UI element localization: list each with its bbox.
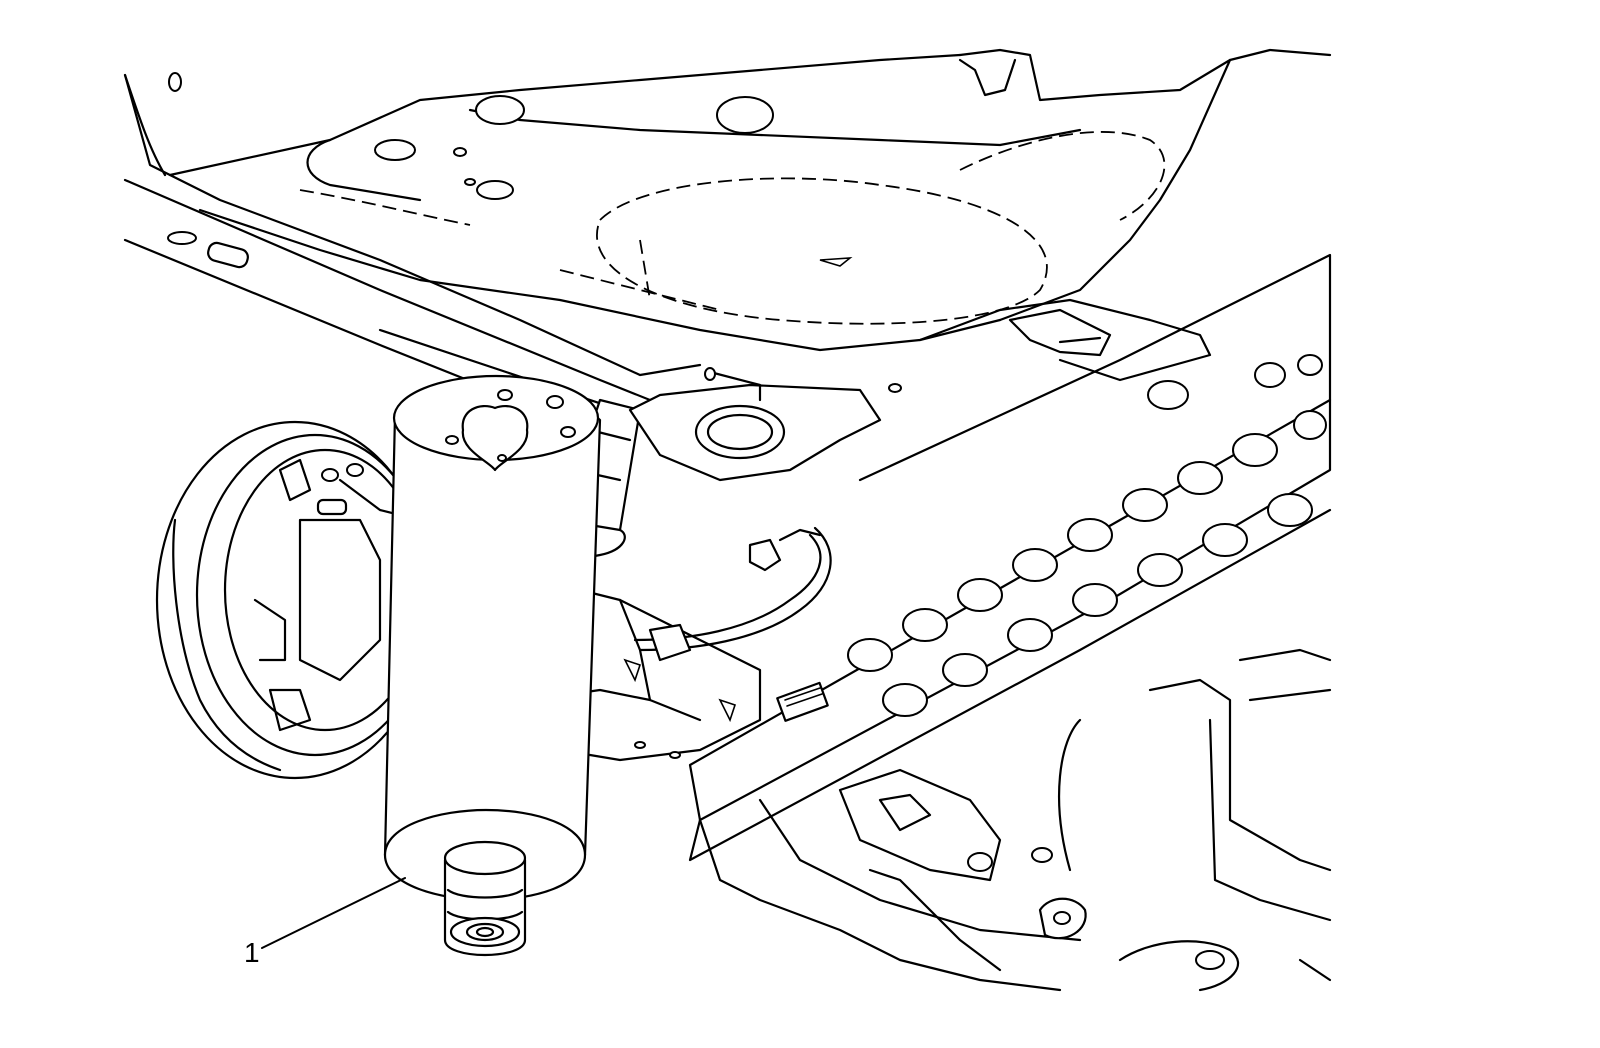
callout-1: 1 <box>244 877 406 968</box>
perforated-frame-rail <box>688 253 1332 862</box>
upper-mount-bracket <box>628 367 902 482</box>
coil-spring <box>383 374 602 956</box>
callout-1-leader <box>261 877 406 949</box>
left-frame-rail <box>123 178 702 427</box>
floor-pan <box>123 48 1332 377</box>
callout-1-number: 1 <box>244 937 260 968</box>
lower-underbody <box>698 648 1332 992</box>
brake-line <box>633 526 832 662</box>
